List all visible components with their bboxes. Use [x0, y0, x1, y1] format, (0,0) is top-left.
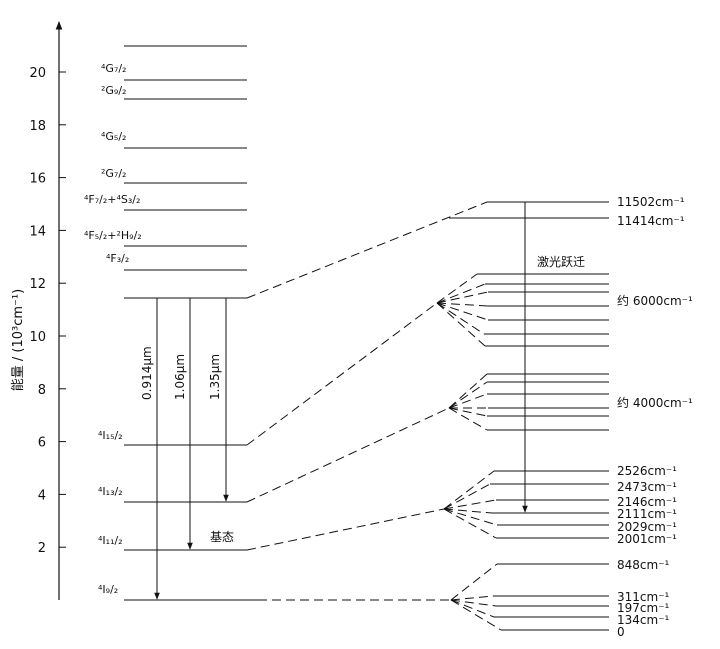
label-4i92: ⁴I₉/₂ [98, 583, 118, 596]
split-4i132 [448, 373, 609, 431]
ground-state-label: 基态 [210, 530, 234, 544]
label-11414: 11414cm⁻¹ [617, 214, 685, 228]
y-tick-label: 10 [29, 330, 46, 345]
label-197: 197cm⁻¹ [617, 601, 670, 615]
label-311: 311cm⁻¹ [617, 590, 670, 604]
y-axis: 2 4 6 8 10 12 14 16 18 20 能量 / (10³cm⁻¹) [11, 21, 66, 600]
connector-4f32 [246, 201, 488, 299]
y-tick-label: 8 [38, 383, 46, 398]
y-tick-label: 2 [38, 541, 46, 556]
label-2001: 2001cm⁻¹ [617, 532, 677, 546]
label-2111: 2111cm⁻¹ [617, 507, 677, 521]
label-135um: 1.35μm [208, 354, 222, 400]
label-6000: 约 6000cm⁻¹ [617, 293, 693, 308]
label-2473: 2473cm⁻¹ [617, 480, 677, 494]
connector-4i112 [246, 508, 445, 551]
label-2g92: ²G₉/₂ [101, 84, 126, 97]
label-2146: 2146cm⁻¹ [617, 495, 677, 509]
label-4i152: ⁴I₁₅/₂ [98, 429, 123, 442]
label-4i112: ⁴I₁₁/₂ [98, 534, 123, 547]
stark-labels: 11502cm⁻¹ 11414cm⁻¹ 约 6000cm⁻¹ 约 4000cm⁻… [617, 195, 693, 639]
y-tick-label: 16 [29, 172, 46, 187]
split-4i112 [443, 470, 609, 539]
label-4f72-4s32: ⁴F₇/₂+⁴S₃/₂ [84, 193, 140, 206]
label-4f32: ⁴F₃/₂ [106, 252, 129, 265]
label-2g72: ²G₇/₂ [101, 167, 126, 180]
label-4g52: ⁴G₅/₂ [101, 130, 126, 143]
transitions [154, 298, 229, 600]
label-2526: 2526cm⁻¹ [617, 464, 677, 478]
lower-level-labels: ⁴I₁₅/₂ ⁴I₁₃/₂ ⁴I₁₁/₂ ⁴I₉/₂ 基态 [98, 429, 234, 596]
y-tick-label: 4 [38, 488, 46, 503]
y-tick-label: 6 [38, 436, 46, 451]
upper-levels [124, 45, 258, 601]
label-4g72: ⁴G₇/₂ [101, 62, 126, 75]
laser-transition-label: 激光跃迁 [537, 255, 585, 269]
connector-4i132 [246, 407, 450, 503]
label-848: 848cm⁻¹ [617, 558, 670, 572]
connector-4i152 [246, 302, 438, 446]
y-tick-label: 20 [29, 66, 46, 81]
upper-level-labels: ⁴G₇/₂ ²G₉/₂ ⁴G₅/₂ ²G₇/₂ ⁴F₇/₂+⁴S₃/₂ ⁴F₅/… [84, 62, 142, 265]
label-134: 134cm⁻¹ [617, 613, 670, 627]
split-4i152 [436, 273, 609, 347]
label-4i132: ⁴I₁₃/₂ [98, 485, 123, 498]
label-0: 0 [617, 625, 625, 639]
transition-labels: 0.914μm 1.06μm 1.35μm [140, 346, 222, 400]
y-axis-label: 能量 / (10³cm⁻¹) [11, 289, 26, 391]
split-4f32 [449, 201, 609, 219]
label-0914um: 0.914μm [140, 346, 154, 400]
label-4000: 约 4000cm⁻¹ [617, 395, 693, 410]
label-106um: 1.06μm [173, 354, 187, 400]
label-4f52-2h92: ⁴F₅/₂+²H₉/₂ [84, 229, 142, 242]
split-4i92 [450, 563, 609, 631]
label-2029: 2029cm⁻¹ [617, 520, 677, 534]
y-tick-label: 18 [29, 119, 46, 134]
y-tick-label: 14 [29, 224, 46, 239]
y-tick-label: 12 [29, 277, 46, 292]
y-axis-ticks: 2 4 6 8 10 12 14 16 18 20 [29, 66, 66, 556]
label-11502: 11502cm⁻¹ [617, 195, 685, 209]
connectors [246, 201, 488, 601]
